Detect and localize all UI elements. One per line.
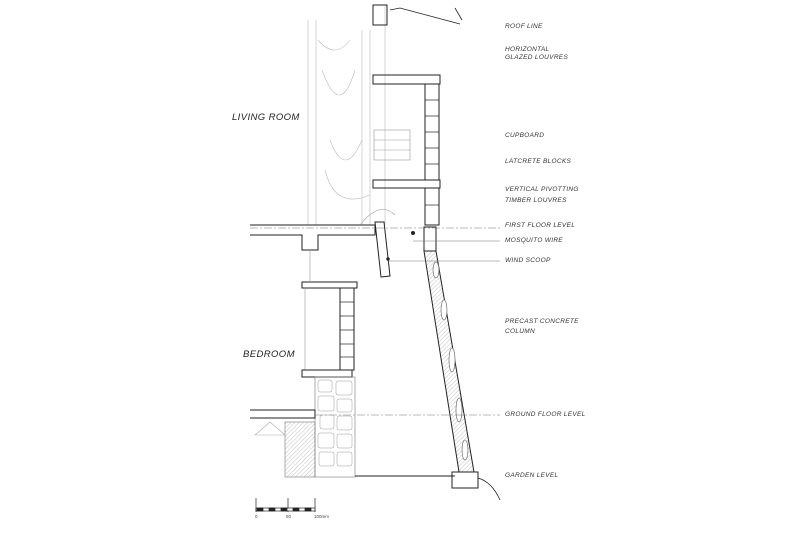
column-top (423, 226, 437, 252)
mid-slab (372, 179, 441, 189)
cupboard-label: CUPBOARD (505, 132, 545, 139)
roof-upstand (372, 4, 388, 26)
scale-tick-50: 50 (286, 514, 292, 519)
mosquito-wire-label: MOSQUITO WIRE (505, 237, 563, 244)
bedroom-sill (301, 369, 353, 378)
bedroom-blocks (339, 287, 355, 371)
cupboard (373, 129, 411, 161)
column-label-2: COLUMN (505, 328, 535, 335)
latcrete-blocks-label: LATCRETE BLOCKS (505, 158, 572, 165)
wind-scoop (374, 221, 391, 278)
living-room-wall (307, 5, 386, 225)
scale-tick-100: 100mm (314, 514, 330, 519)
bedroom-label: BEDROOM (243, 349, 295, 360)
glazed-louvres-label-1: HORIZONTAL (505, 46, 550, 53)
first-floor-slab (250, 224, 376, 251)
scale-bar (255, 498, 316, 512)
wind-scoop-label: WIND SCOOP (505, 257, 551, 264)
first-floor-level-label: FIRST FLOOR LEVEL (505, 222, 576, 229)
ground-floor-slab (250, 409, 316, 419)
ground-floor-level-label: GROUND FLOOR LEVEL (505, 411, 586, 418)
roof-line-label: ROOF LINE (505, 23, 543, 30)
timber-louvres-label-1: VERTICAL PIVOTTING (505, 186, 579, 193)
glazed-louvres-label-2: GLAZED LOUVRES (505, 54, 569, 61)
roof-line (389, 7, 461, 25)
timber-louvres-label-2: TIMBER LOUVRES (505, 197, 567, 204)
foundation-stones (284, 421, 316, 478)
column-label-1: PRECAST CONCRETE (505, 318, 579, 325)
garden-level-label: GARDEN LEVEL (505, 472, 559, 479)
timber-louvres (424, 187, 440, 226)
upper-slab (372, 74, 441, 85)
living-room-label: LIVING ROOM (232, 112, 300, 123)
bedroom-lintel (301, 281, 358, 289)
scale-tick-0: 0 (255, 514, 258, 519)
column-footing (451, 471, 479, 489)
